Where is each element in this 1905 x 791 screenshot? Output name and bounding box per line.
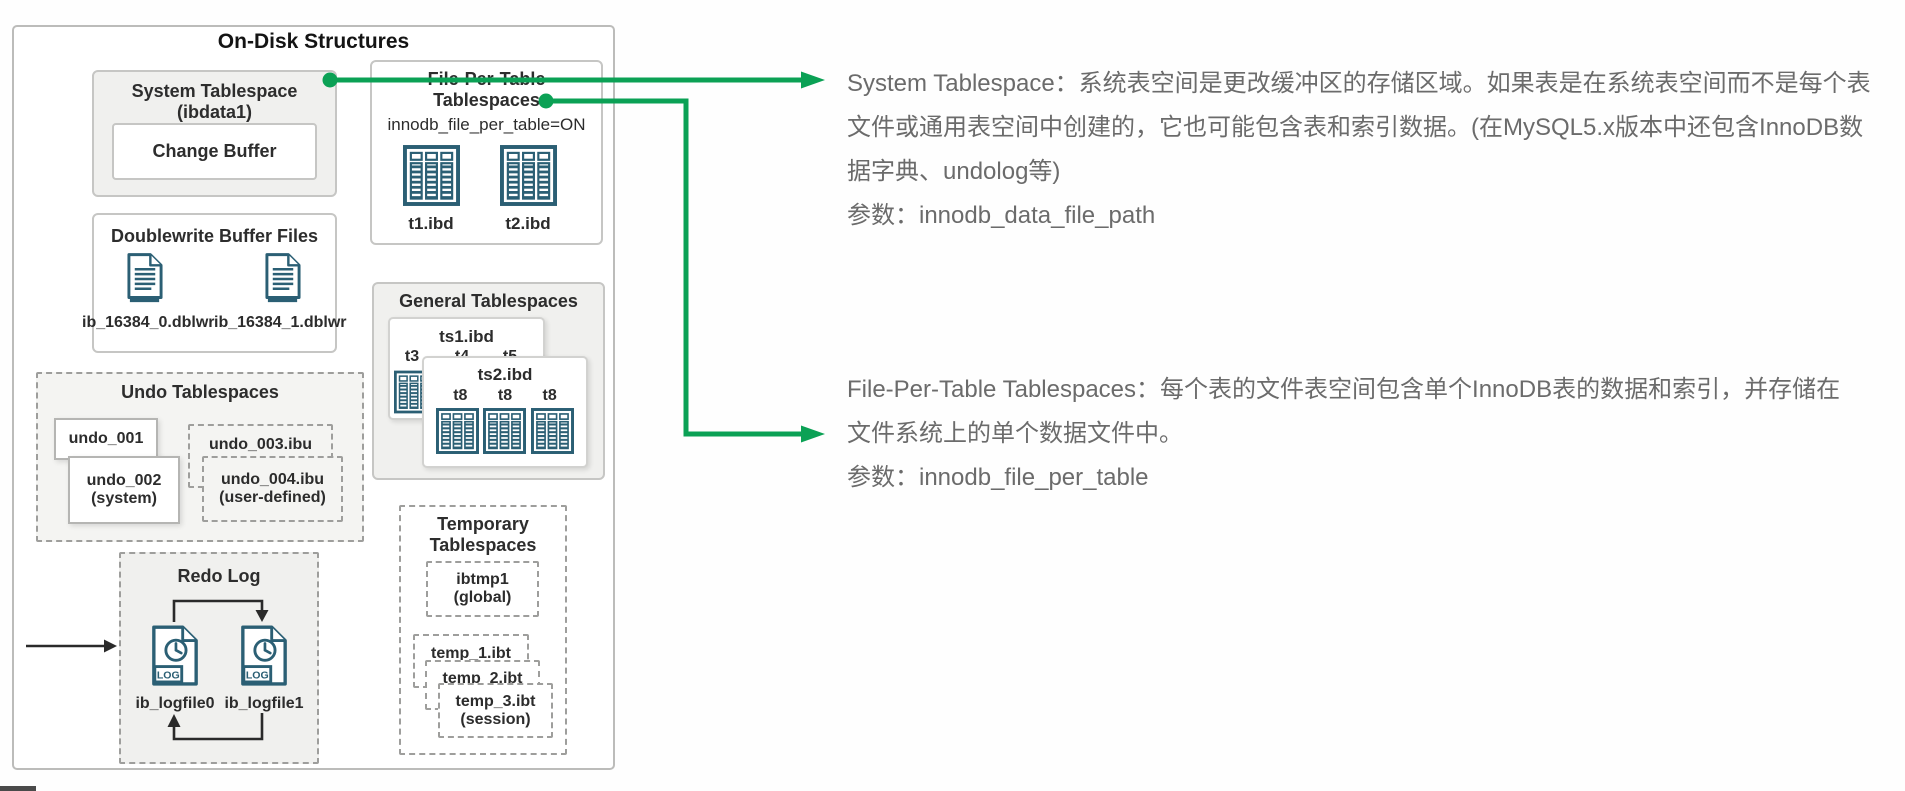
annotation-line: 据字典、undolog等) [847,158,1061,185]
t2-ibd-label: t2.ibd [505,214,551,233]
temp-3-sublabel: (session) [460,710,531,728]
green-arrowhead-icon [801,425,825,443]
undo-004-label: undo_004.ibu [220,471,325,488]
change-buffer-box: Change Buffer [112,123,317,180]
t8-label: t8 [453,387,468,404]
file-per-table-title-line1: File-Per-Table [427,69,546,89]
t8-icon-row [424,405,586,454]
annotation-file-per-table: File-Per-Table Tablespaces：每个表的文件表空间包含单个… [847,368,1897,500]
green-arrowhead-icon [801,71,825,89]
temp-3-label: temp_3.ibt [455,692,536,710]
redo-file-label: ib_logfile0 [135,695,215,712]
t3-label: t3 [404,348,420,365]
log-file-icon [241,625,287,686]
undo-002-sublabel: (system) [91,490,157,507]
file-per-table-title: File-Per-Table Tablespaces [372,69,601,111]
innodb-file-per-table-param: innodb_file_per_table=ON [387,115,586,134]
t8-label: t8 [542,387,557,404]
screen-edge-artifact [0,786,36,791]
system-tablespace-title-line2: (ibdata1) [176,102,252,122]
annotation-line: System Tablespace：系统表空间是更改缓冲区的存储区域。如果表是在… [847,70,1871,97]
annotation-line: 文件或通用表空间中创建的，它也可能包含表和索引数据。(在MySQL5.x版本中还… [847,114,1864,141]
redo-log-title: Redo Log [177,566,261,586]
table-icon [483,408,527,454]
doublewrite-file-label: ib_16384_0.dblwr [82,314,215,331]
ibtmp1-label: ibtmp1 [456,571,509,588]
temporary-title: Temporary Tablespaces [401,514,565,556]
ts2-label: ts2.ibd [477,365,533,384]
redo-log-box: Redo Log [119,552,319,764]
ibtmp1-sublabel: (global) [453,589,512,606]
table-icon [436,408,480,454]
t1-ibd-label: t1.ibd [408,214,454,233]
annotation-system-tablespace: System Tablespace：系统表空间是更改缓冲区的存储区域。如果表是在… [847,62,1897,238]
undo-title: Undo Tablespaces [121,382,279,402]
annotation-param-line: 参数：innodb_data_file_path [847,202,1156,229]
undo-001-box: undo_001 [54,418,158,460]
undo-003-label: undo_003.ibu [208,436,313,453]
ibtmp1-box: ibtmp1 (global) [426,561,539,617]
temporary-title-line2: Tablespaces [429,535,537,555]
doublewrite-title: Doublewrite Buffer Files [110,226,319,246]
change-buffer-label: Change Buffer [152,141,277,161]
annotation-line: File-Per-Table Tablespaces：每个表的文件表空间包含单个… [847,376,1841,403]
t8-label: t8 [497,387,513,404]
annotation-line: 文件系统上的单个数据文件中。 [847,420,1183,447]
undo-004-box: undo_004.ibu (user-defined) [202,456,343,522]
table-icon [403,145,460,206]
general-tablespaces-title: General Tablespaces [399,291,578,311]
t8-label-row: t8 t8 t8 [424,385,586,405]
system-tablespace-title: System Tablespace (ibdata1) [94,81,335,123]
doublewrite-file-label: ib_16384_1.dblwr [214,314,347,331]
temporary-title-line1: Temporary [437,514,529,534]
undo-002-label: undo_002 [86,472,162,489]
ts2-box: ts2.ibd t8 t8 t8 [422,356,588,468]
document-icon [265,252,301,303]
undo-002-box: undo_002 (system) [68,456,180,524]
undo-004-sublabel: (user-defined) [219,489,326,506]
file-per-table-title-line2: Tablespaces [433,90,540,110]
temp-2-label: temp_2.ibt [442,670,523,687]
diagram-title: On-Disk Structures [217,30,410,53]
ts1-label: ts1.ibd [439,327,494,346]
log-file-icon [152,625,198,686]
table-icon [530,408,574,454]
document-icon [127,252,163,303]
undo-001-label: undo_001 [68,430,144,447]
annotation-param-line: 参数：innodb_file_per_table [847,464,1149,491]
redo-file-label: ib_logfile1 [224,695,304,712]
temp-1-label: temp_1.ibt [430,645,511,662]
system-tablespace-title-line1: System Tablespace [131,81,298,101]
temp-3-box: temp_3.ibt (session) [438,683,553,738]
table-icon [500,145,557,206]
